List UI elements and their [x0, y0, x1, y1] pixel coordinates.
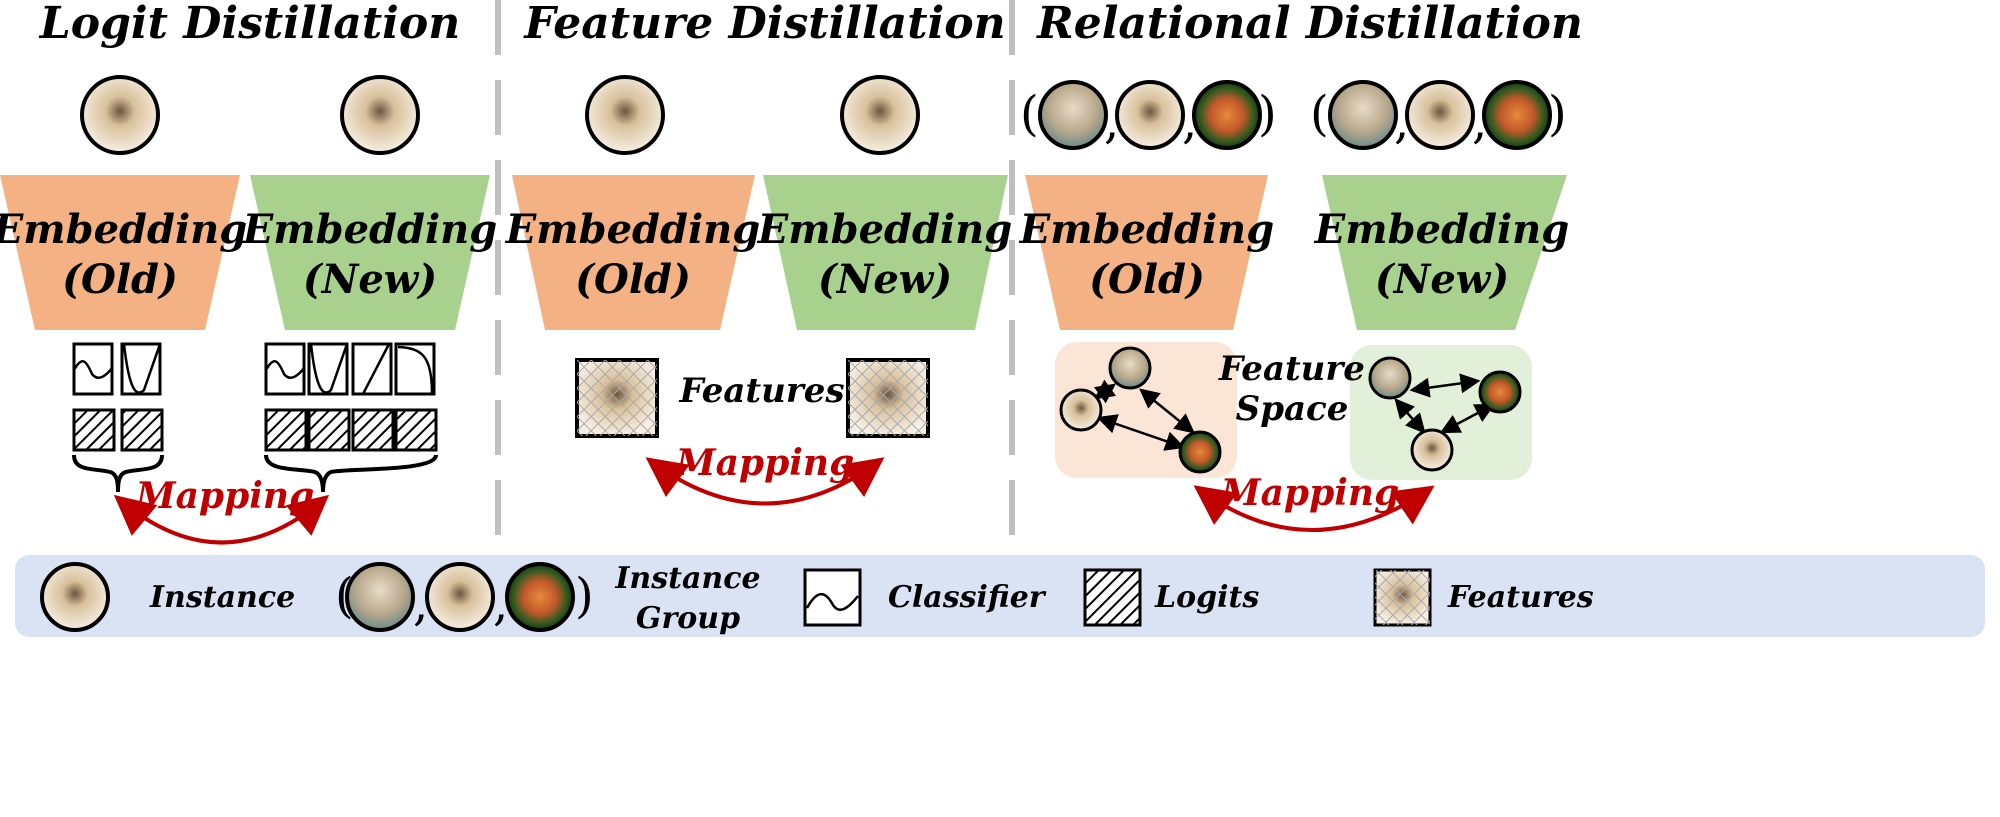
- legend-instance-group-label: Group: [636, 601, 740, 636]
- comma: ,: [413, 576, 428, 632]
- classifier-box: [264, 342, 306, 396]
- instance-image: [585, 75, 665, 155]
- instance-image: [80, 75, 160, 155]
- legend-instance-group-label: Instance: [614, 561, 760, 596]
- embedding-label: Embedding: [0, 206, 247, 253]
- embedding-new-label: (New): [818, 256, 952, 303]
- open-paren: (: [1310, 86, 1329, 142]
- classifier-box: [120, 342, 162, 396]
- legend-group-icon: [425, 562, 495, 632]
- instance-group: ( , , ): [1310, 80, 1567, 150]
- legend-logits-label: Logits: [1154, 580, 1259, 615]
- embedding-old-label: (Old): [1089, 256, 1205, 303]
- old-relation-edges: [1093, 379, 1195, 451]
- comma: ,: [493, 576, 508, 632]
- brace: [72, 454, 164, 493]
- classifier-box: [72, 342, 114, 396]
- legend-classifier-label: Classifier: [888, 580, 1047, 615]
- instance-group: ( , , ): [1020, 80, 1277, 150]
- legend-features-icon: [1373, 568, 1432, 627]
- embedding-new-block: [763, 175, 1008, 330]
- embedding-new-block: [1322, 175, 1567, 330]
- legend-classifier-icon: [803, 568, 862, 627]
- feature-section: Embedding (Old) Embedding (New) Features…: [505, 75, 1012, 506]
- logits-box: [120, 408, 164, 452]
- logit-distillation-title: Logit Distillation: [38, 0, 460, 49]
- legend-background: [15, 555, 1985, 637]
- mapping-label: Mapping: [1219, 472, 1400, 514]
- instance-image: [840, 75, 920, 155]
- feature-space-label: Space: [1236, 389, 1349, 429]
- relational-section: ( , , ) ( , , ) Embedding (Old) Embeddin…: [1019, 80, 1569, 532]
- mapping-arrow: [1193, 485, 1435, 532]
- features-label: Features: [678, 371, 844, 411]
- legend-logits-icon: [1083, 568, 1142, 627]
- embedding-label: Embedding: [505, 206, 760, 253]
- embedding-old-block: [1025, 175, 1268, 330]
- comma: ,: [1104, 94, 1119, 150]
- legend: Instance ( , , ) Instance Group Classifi…: [15, 555, 1985, 637]
- mapping-arrow: [645, 457, 885, 506]
- old-relation-nodes: [1059, 346, 1222, 474]
- embedding-old-label: (Old): [575, 256, 691, 303]
- logit-section: Embedding (Old) Embedding (New) Mapping: [0, 75, 497, 545]
- mapping-arrow: [113, 494, 330, 545]
- embedding-label: Embedding: [242, 206, 497, 253]
- brace: [264, 454, 438, 493]
- features-box: [846, 358, 930, 438]
- classifier-box: [394, 342, 436, 396]
- embedding-label: Embedding: [757, 206, 1012, 253]
- features-box: [575, 358, 659, 438]
- feature-distillation-title: Feature Distillation: [522, 0, 1005, 49]
- embedding-old-block: [0, 175, 240, 330]
- close-paren: ): [1548, 86, 1567, 142]
- logits-box: [394, 408, 438, 452]
- open-paren: (: [1020, 86, 1039, 142]
- legend-group-icon: [505, 562, 575, 632]
- classifier-box: [307, 342, 349, 396]
- embedding-new-label: (New): [303, 256, 437, 303]
- close-paren: ): [1258, 86, 1277, 142]
- logits-box: [307, 408, 351, 452]
- logits-box: [264, 408, 308, 452]
- embedding-old-block: [512, 175, 755, 330]
- legend-instance-icon: [40, 562, 110, 632]
- embedding-label: Embedding: [1314, 206, 1569, 253]
- instance-image: [340, 75, 420, 155]
- embedding-new-block: [250, 175, 490, 330]
- new-relation-edges: [1394, 373, 1496, 434]
- embedding-label: Embedding: [1019, 206, 1274, 253]
- classifier-box: [351, 342, 393, 396]
- legend-group-icon: [345, 562, 415, 632]
- embedding-new-label: (New): [1375, 256, 1509, 303]
- legend-features-label: Features: [1447, 580, 1594, 615]
- legend-close-paren: ): [575, 568, 594, 624]
- comma: ,: [1394, 94, 1409, 150]
- embedding-old-label: (Old): [62, 256, 178, 303]
- legend-instance-label: Instance: [149, 580, 295, 615]
- relational-distillation-title: Relational Distillation: [1035, 0, 1583, 49]
- feature-space-label: Feature: [1218, 349, 1365, 389]
- logits-box: [351, 408, 395, 452]
- logits-box: [72, 408, 116, 452]
- mapping-label: Mapping: [134, 475, 315, 517]
- mapping-label: Mapping: [674, 442, 855, 484]
- new-relation-nodes: [1368, 356, 1522, 472]
